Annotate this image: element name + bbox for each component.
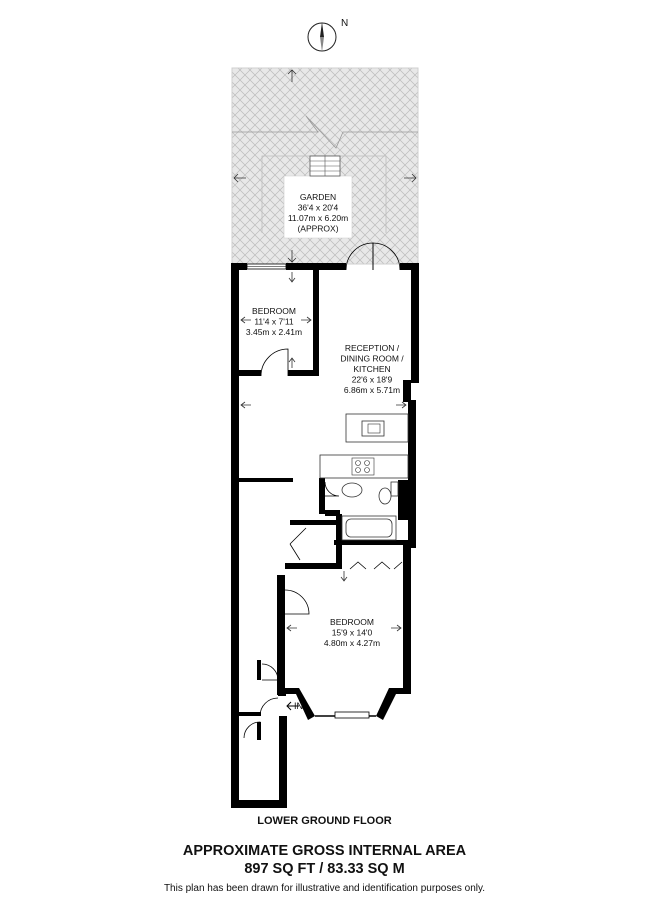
bedroom-2-label-line: 15'9 x 14'0 (332, 628, 373, 638)
bay-window-glass (315, 711, 376, 719)
reception-label-line: 6.86m x 5.71m (344, 385, 400, 395)
toilet-bowl (378, 487, 392, 505)
window-top-bedroom (246, 263, 287, 270)
reception-label-line: 22'6 x 18'9 (352, 375, 393, 385)
kitchen-hob (319, 454, 409, 479)
toilet-cistern (390, 481, 399, 497)
bedroom-2-label-line: BEDROOM (330, 617, 374, 627)
compass-rose-icon: N (307, 18, 348, 52)
kitchen-counter (345, 413, 409, 443)
garden-label-line: 36'4 x 20'4 (298, 203, 339, 213)
entrance-arrow-icon (286, 701, 299, 711)
reception-label-line: RECEPTION / (345, 343, 400, 353)
garden-steps (309, 155, 341, 177)
bedroom-1-label-line: 3.45m x 2.41m (246, 327, 302, 337)
french-doors (345, 242, 401, 271)
north-label: N (341, 18, 348, 29)
bedroom-2-door (284, 589, 310, 615)
dimension-ticks (240, 272, 407, 632)
area-summary: APPROXIMATE GROSS INTERNAL AREA 897 SQ F… (0, 842, 649, 878)
area-value: 897 SQ FT / 83.33 SQ M (244, 861, 405, 877)
entrance-door-2 (259, 697, 279, 717)
bedroom-1-label-line: BEDROOM (252, 306, 296, 316)
disclaimer: This plan has been drawn for illustrativ… (163, 883, 486, 894)
bedroom-2-label-line: 4.80m x 4.27m (324, 638, 380, 648)
garden-label-line: GARDEN (300, 192, 336, 202)
garden-label-line: (APPROX) (297, 224, 338, 234)
garden-area (231, 67, 419, 265)
wardrobe-doors (349, 561, 403, 570)
bathroom-fixtures (341, 481, 399, 541)
area-title: APPROXIMATE GROSS INTERNAL AREA (182, 843, 467, 859)
floor-label: LOWER GROUND FLOOR (257, 815, 392, 827)
reception-label-line: DINING ROOM / (340, 354, 404, 364)
bedroom-1-label-line: 11'4 x 7'11 (254, 317, 294, 327)
building-walls (231, 263, 419, 808)
bathroom-door (324, 481, 340, 497)
entrance-partitions (239, 660, 261, 740)
middle-partitions (239, 478, 408, 569)
cupboard-door (289, 527, 307, 561)
floor-plan: N (231, 18, 419, 808)
garden-label-line: 11.07m x 6.20m (288, 213, 348, 223)
entrance-door-1 (261, 663, 279, 681)
basin (341, 482, 363, 498)
bedroom-1-walls (239, 270, 319, 376)
entrance-label: IN (294, 701, 303, 711)
bedroom-1-door (260, 348, 289, 377)
reception-label-line: KITCHEN (353, 364, 390, 374)
